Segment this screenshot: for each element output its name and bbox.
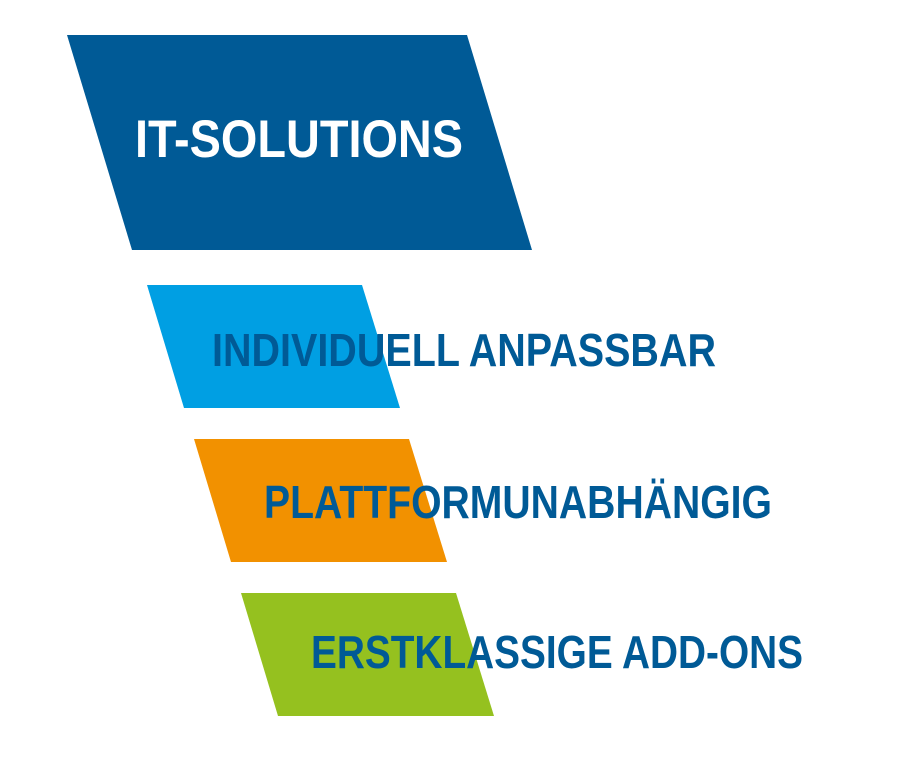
title-text: IT-SOLUTIONS	[135, 110, 463, 169]
feature-banner-3	[241, 593, 494, 716]
feature-label-3: ERSTKLASSIGE ADD-ONS	[311, 626, 803, 678]
feature-label-2: PLATTFORMUNABHÄNGIG	[264, 476, 772, 528]
feature-label-1: INDIVIDUELL ANPASSBAR	[212, 324, 716, 376]
feature-banner-1	[147, 285, 400, 408]
title-banner	[67, 35, 532, 250]
feature-banner-2	[194, 439, 447, 562]
